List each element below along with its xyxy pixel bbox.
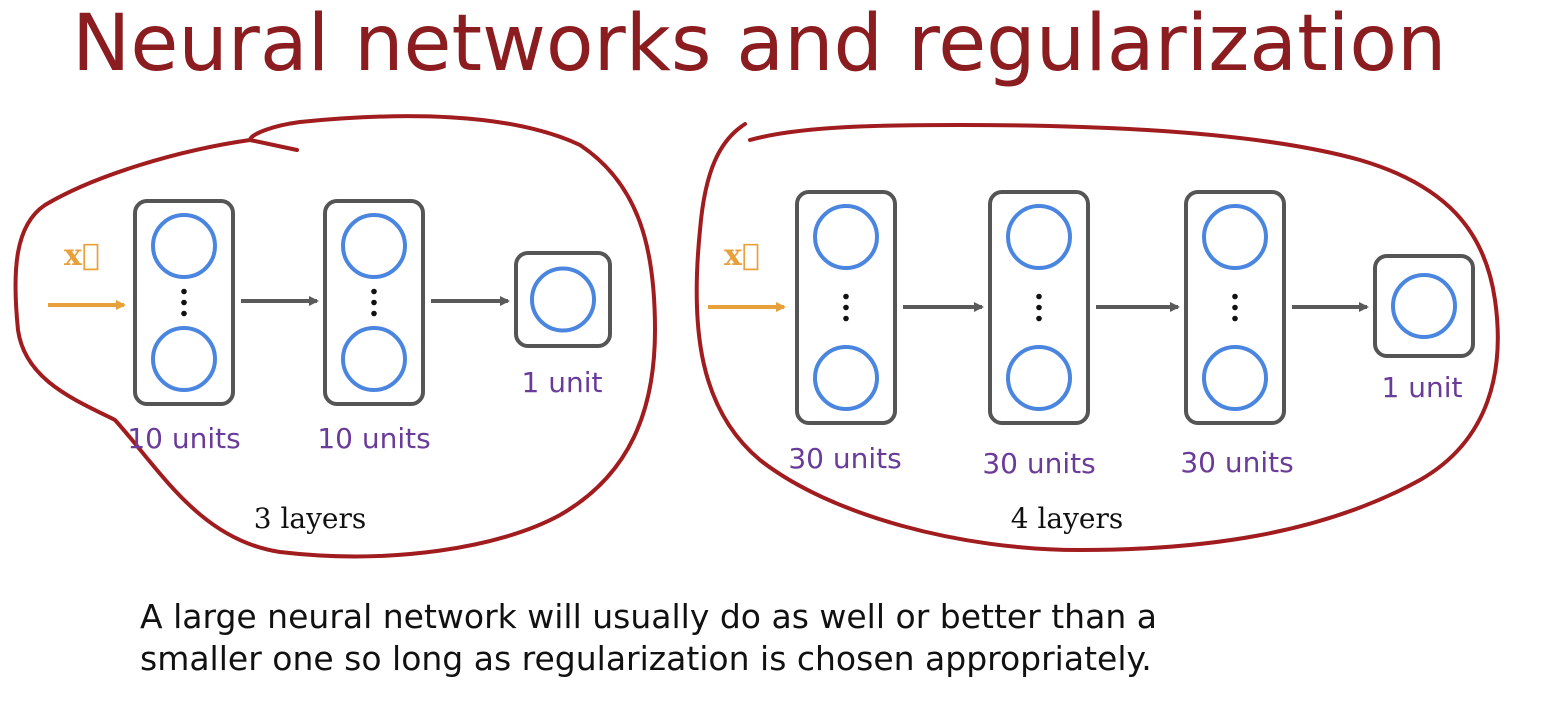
caption: A large neural network will usually do a… (140, 596, 1157, 680)
layer-box (323, 199, 425, 406)
neuron-icon (813, 204, 879, 270)
neuron-icon (1391, 273, 1457, 339)
small-layer-count-label: 3 layers (254, 502, 367, 535)
layer-units-label: 1 unit (522, 366, 603, 399)
large-input-label: x⃗ (724, 238, 760, 273)
layer-box (514, 251, 612, 348)
vertical-ellipsis-icon (1232, 293, 1238, 322)
small-network: x⃗ 10 units 10 units 1 unit 3 layers (48, 199, 612, 535)
small-input-label: x⃗ (64, 238, 100, 273)
caption-line-2: smaller one so long as regularization is… (140, 639, 1152, 678)
layer-units-label: 10 units (127, 422, 240, 455)
caption-line-1: A large neural network will usually do a… (140, 597, 1157, 636)
small-layer-1: 10 units (127, 199, 241, 455)
neuron-icon (530, 266, 596, 333)
layer-units-label: 30 units (1180, 446, 1293, 479)
neuron-icon (1202, 345, 1268, 411)
large-network: x⃗ 30 units 30 units 30 units 1 unit 4 layers (708, 190, 1475, 535)
neuron-icon (1006, 204, 1072, 270)
neuron-icon (1202, 204, 1268, 270)
vertical-ellipsis-icon (843, 293, 849, 322)
neuron-icon (341, 326, 407, 392)
layer-units-label: 30 units (788, 442, 901, 475)
layer-units-label: 30 units (982, 447, 1095, 480)
layer-box (133, 199, 235, 406)
vertical-ellipsis-icon (1036, 293, 1042, 322)
layer-box (1373, 254, 1475, 358)
large-network-annotation-loop (694, 122, 1500, 552)
layer-units-label: 10 units (317, 422, 430, 455)
large-layer-3: 30 units (1180, 190, 1294, 479)
neuron-icon (151, 326, 217, 392)
layer-box (1184, 190, 1286, 425)
layer-box (988, 190, 1090, 425)
neuron-icon (1006, 345, 1072, 411)
neuron-icon (341, 213, 407, 279)
vertical-ellipsis-icon (371, 288, 377, 317)
small-layer-3: 1 unit (514, 251, 612, 399)
neuron-icon (151, 213, 217, 279)
large-layer-1: 30 units (788, 190, 902, 475)
layer-units-label: 1 unit (1382, 371, 1463, 404)
large-layer-count-label: 4 layers (1011, 502, 1124, 535)
small-layer-2: 10 units (317, 199, 431, 455)
slide-title: Neural networks and regularization (72, 0, 1447, 89)
vertical-ellipsis-icon (181, 288, 187, 317)
small-network-annotation-loop (13, 114, 657, 559)
large-layer-4: 1 unit (1373, 254, 1475, 404)
neuron-icon (813, 345, 879, 411)
large-layer-2: 30 units (982, 190, 1096, 480)
layer-box (795, 190, 897, 425)
